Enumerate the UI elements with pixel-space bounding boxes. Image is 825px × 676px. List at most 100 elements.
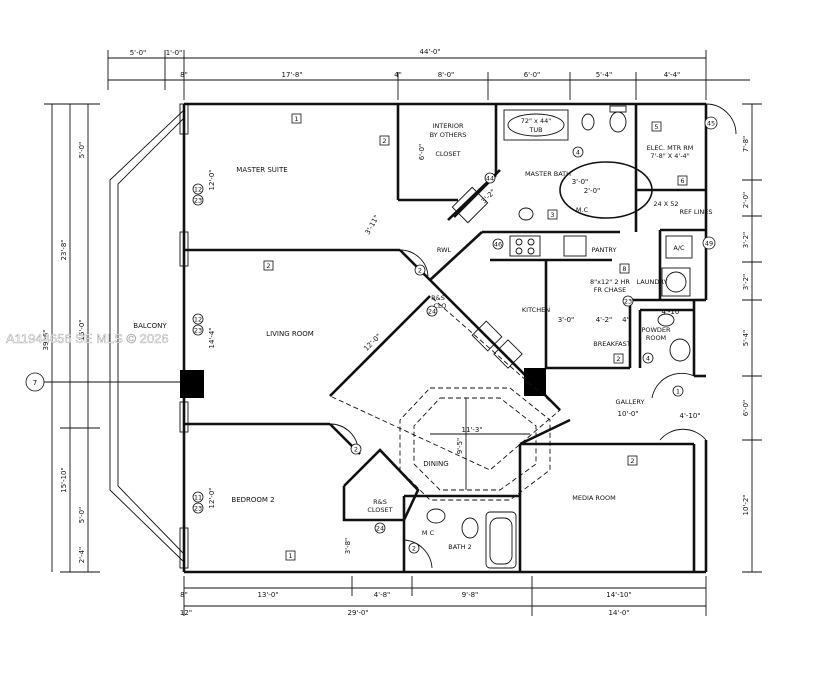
svg-text:1: 1 [676, 388, 680, 396]
room-rs-clo-2: CLO [433, 302, 446, 310]
dim-top-c: 8" [180, 71, 188, 79]
room-interior-1: INTERIOR [433, 122, 464, 130]
dim-top-b: 1'-0" [166, 49, 183, 57]
dim-bottom-a: 13'-0" [257, 591, 278, 599]
svg-text:4: 4 [576, 149, 580, 157]
dim-gallery: 10'-0" [617, 410, 638, 418]
room-kitchen: KITCHEN [522, 306, 550, 314]
dim-top-h: 5'-4" [596, 71, 613, 79]
room-powder-1: POWDER [641, 326, 671, 334]
dining-area: 11'-3" 9'-5" DINING [329, 295, 561, 501]
dim-top-overall: 44'-0" [419, 48, 440, 56]
dim-bottom-e: 29'-0" [347, 609, 368, 617]
exterior-walls [179, 102, 708, 574]
dim-bottom-d: 14'-10" [606, 591, 631, 599]
balcony: BALCONY [109, 109, 185, 563]
svg-text:2: 2 [412, 545, 416, 553]
svg-text:4: 4 [646, 355, 650, 363]
svg-text:2: 2 [630, 457, 634, 465]
svg-text:5: 5 [654, 123, 658, 131]
svg-text:23: 23 [194, 327, 202, 335]
svg-text:23: 23 [624, 298, 632, 306]
room-dining: DINING [423, 460, 448, 468]
room-master-suite: MASTER SUITE [236, 166, 287, 174]
svg-text:1: 1 [294, 115, 298, 123]
fixtures [426, 105, 693, 569]
room-media: MEDIA ROOM [572, 494, 616, 502]
svg-text:1: 1 [288, 552, 292, 560]
room-balcony: BALCONY [133, 322, 167, 330]
tub-label: TUB [528, 126, 542, 134]
dim-left-g: 12'-0" [208, 169, 216, 190]
svg-text:23: 23 [194, 197, 202, 205]
dim-closet-w: 3'-11" [364, 214, 381, 236]
watermark: A11944656 SE MLS © 2026 [6, 331, 169, 346]
dim-left-total: 39'-6" [42, 329, 50, 350]
chase-2: FR CHASE [594, 286, 626, 294]
room-powder-2: ROOM [646, 334, 666, 342]
chase-1: 8"x12" 2 HR [590, 278, 630, 286]
room-elec-2: 7'-8" X 4'-4" [650, 152, 689, 160]
dim-left-d: 15'-0" [78, 319, 86, 340]
dim-bottom-c: 9'-8" [462, 591, 479, 599]
room-rs-closet-2: CLOSET [367, 506, 392, 514]
dim-bottom-g: 8" [180, 591, 188, 599]
svg-text:3: 3 [550, 211, 554, 219]
column-west [180, 370, 204, 398]
top-dimensions: 44'-0" 5'-0" 1'-0" 8" 17'-8" 4" 8'-0" 6'… [107, 48, 750, 100]
svg-text:2: 2 [616, 355, 620, 363]
room-rwl: RWL [437, 246, 452, 254]
dim-left-i: 12'-0" [208, 487, 216, 508]
room-mc: M C [422, 529, 435, 537]
dim-top-f: 8'-0" [438, 71, 455, 79]
svg-text:23: 23 [194, 505, 202, 513]
svg-text:2: 2 [354, 446, 358, 454]
room-rs-closet-1: R&S [373, 498, 387, 506]
svg-text:12: 12 [194, 186, 202, 194]
interior-walls [184, 104, 706, 572]
svg-text:7: 7 [33, 379, 37, 387]
tub-size: 72" x 44" [521, 117, 552, 125]
room-pantry: PANTRY [592, 246, 617, 254]
svg-text:11: 11 [194, 494, 202, 502]
room-breakfast: BREAKFAST [593, 340, 631, 348]
room-bath-2: BATH 2 [448, 543, 471, 551]
room-bedroom-2: BEDROOM 2 [231, 496, 274, 504]
svg-text:49: 49 [705, 240, 713, 248]
room-closet: CLOSET [435, 150, 460, 158]
dim-powder: 4'-10" [661, 308, 682, 316]
room-labels: MASTER SUITE LIVING ROOM BEDROOM 2 INTER… [231, 117, 712, 551]
dim-left-b: 15'-10" [60, 467, 68, 492]
dim-right-c: 3'-2" [742, 232, 750, 249]
column-center [524, 368, 546, 396]
room-rs-clo-1: R&S [431, 294, 445, 302]
left-dimensions: 39'-6" 23'-8" 15'-10" 5'-0" 15'-0" 5'-0"… [42, 103, 216, 573]
dim-left-a: 23'-8" [60, 239, 68, 260]
svg-text:46: 46 [494, 241, 502, 249]
svg-text:12: 12 [194, 316, 202, 324]
dim-left-h: 14'-4" [208, 327, 216, 348]
size-24x52: 24 X 52 [653, 200, 678, 208]
dim-right-b: 2'-0" [742, 192, 750, 209]
svg-text:2: 2 [418, 267, 422, 275]
room-ma: M.C [576, 206, 589, 214]
svg-text:6: 6 [680, 177, 684, 185]
dim-kitchen-c: 4" [622, 316, 630, 324]
dim-closet-d: 3'-2" [480, 188, 497, 205]
room-master-bath: MASTER BATH [525, 170, 571, 178]
grid-marker: 7 [25, 372, 180, 392]
tags: 1 2 1 2 2 2 5 6 3 8 2 2 1 4 2 4 12 23 [192, 113, 718, 561]
svg-text:2: 2 [266, 262, 270, 270]
dim-dining-w: 11'-3" [461, 426, 482, 434]
dim-dining-h: 9'-5" [456, 438, 464, 455]
svg-text:2: 2 [382, 137, 386, 145]
dim-top-a: 5'-0" [130, 49, 147, 57]
dim-right-f: 6'-0" [742, 400, 750, 417]
dim-right-e: 5'-4" [742, 330, 750, 347]
dim-bottom-b: 4'-8" [374, 591, 391, 599]
dim-mc-w: 3'-8" [344, 538, 352, 555]
dim-living-diag: 12'-0" [362, 332, 383, 353]
dim-top-g: 6'-0" [524, 71, 541, 79]
dim-left-f: 2'-4" [78, 547, 86, 564]
